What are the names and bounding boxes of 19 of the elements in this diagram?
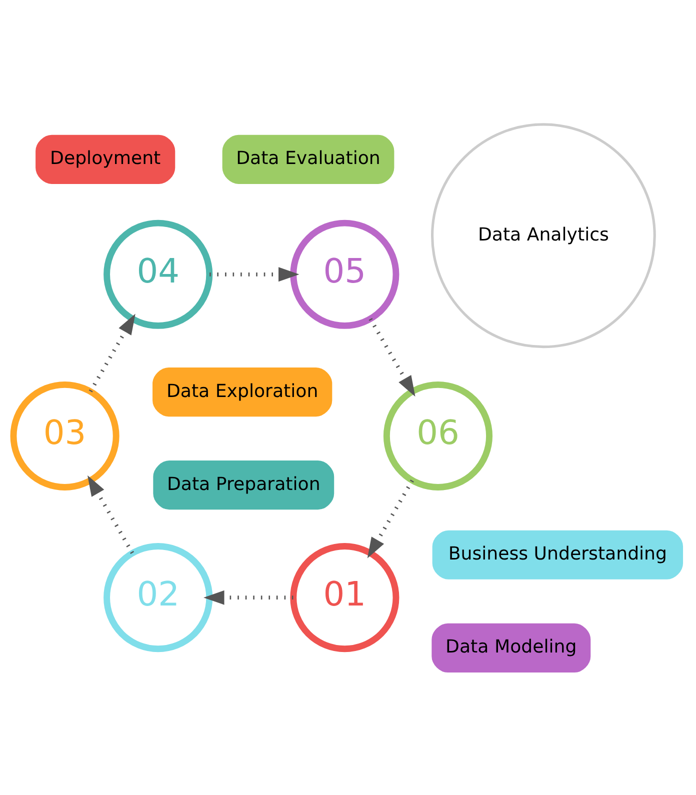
arrow: [210, 266, 300, 282]
node-circle: 03: [10, 380, 120, 490]
node-circle: 01: [290, 542, 400, 652]
node-box: Data Evaluation: [222, 134, 394, 184]
node-box: Data Exploration: [152, 366, 332, 416]
node-circle: 05: [290, 219, 400, 328]
node-circle: 06: [383, 380, 492, 490]
node-circle: Data Analytics: [430, 122, 656, 348]
arrow: [88, 474, 134, 554]
arrow: [368, 318, 416, 396]
node-box: Business Understanding: [432, 530, 684, 579]
node-circle: 02: [104, 542, 213, 652]
node-box: Data Preparation: [153, 460, 334, 510]
node-circle: 04: [104, 219, 213, 328]
arrow: [88, 313, 136, 392]
node-box: Deployment: [36, 134, 176, 184]
node-box: Data Modeling: [432, 622, 591, 672]
arrow: [367, 479, 414, 558]
arrow: [204, 590, 294, 604]
